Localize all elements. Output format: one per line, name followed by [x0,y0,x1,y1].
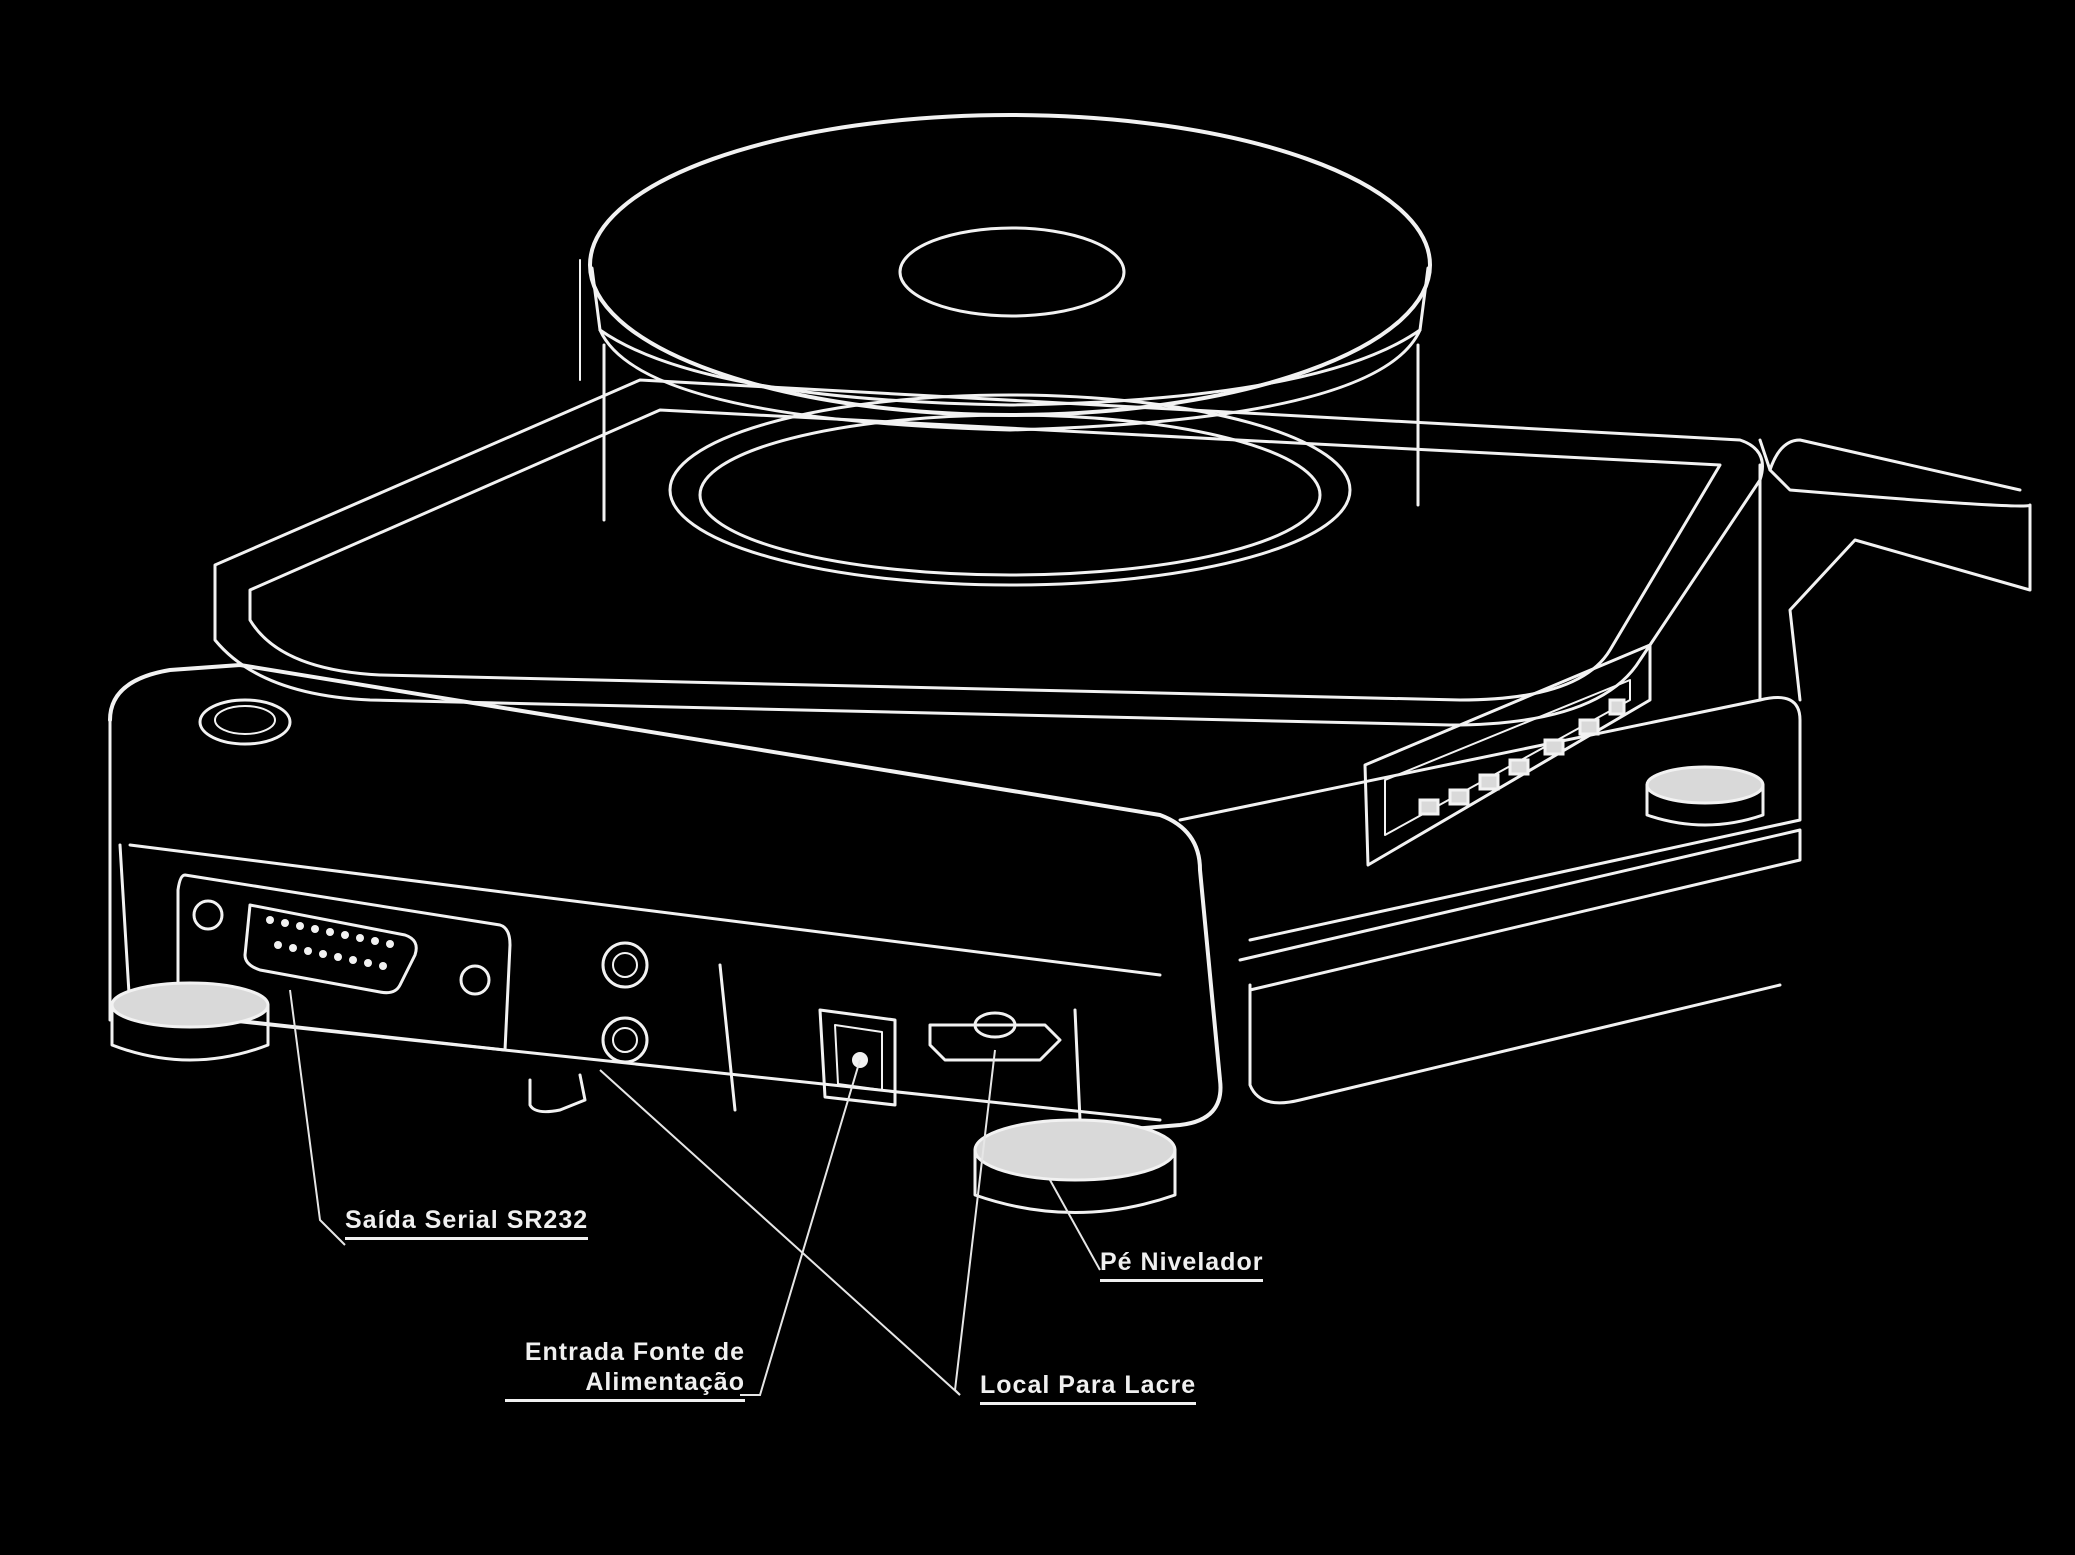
seal-location [928,1011,1062,1062]
keypad-panel [1363,643,1652,867]
power-socket [818,1008,897,1107]
callout-leveling-foot: Pé Nivelador [1100,1247,1264,1282]
bottom-tab [528,1073,587,1114]
balance-body [108,463,1802,1132]
side-handle [1758,438,2032,702]
callout-power-input: Entrada Fonte de Alimentação [505,1337,745,1402]
round-connectors [601,941,649,1064]
callout-power-input-line2: Alimentação [505,1367,745,1402]
leveling-feet [110,765,1765,1214]
callout-power-input-line1: Entrada Fonte de [524,1338,745,1366]
callout-lines [289,989,1101,1396]
pan-support [579,259,1420,587]
callout-seal-location: Local Para Lacre [980,1370,1197,1405]
top-plate [213,378,1764,727]
callout-serial-output: Saída Serial SR232 [345,1205,589,1240]
